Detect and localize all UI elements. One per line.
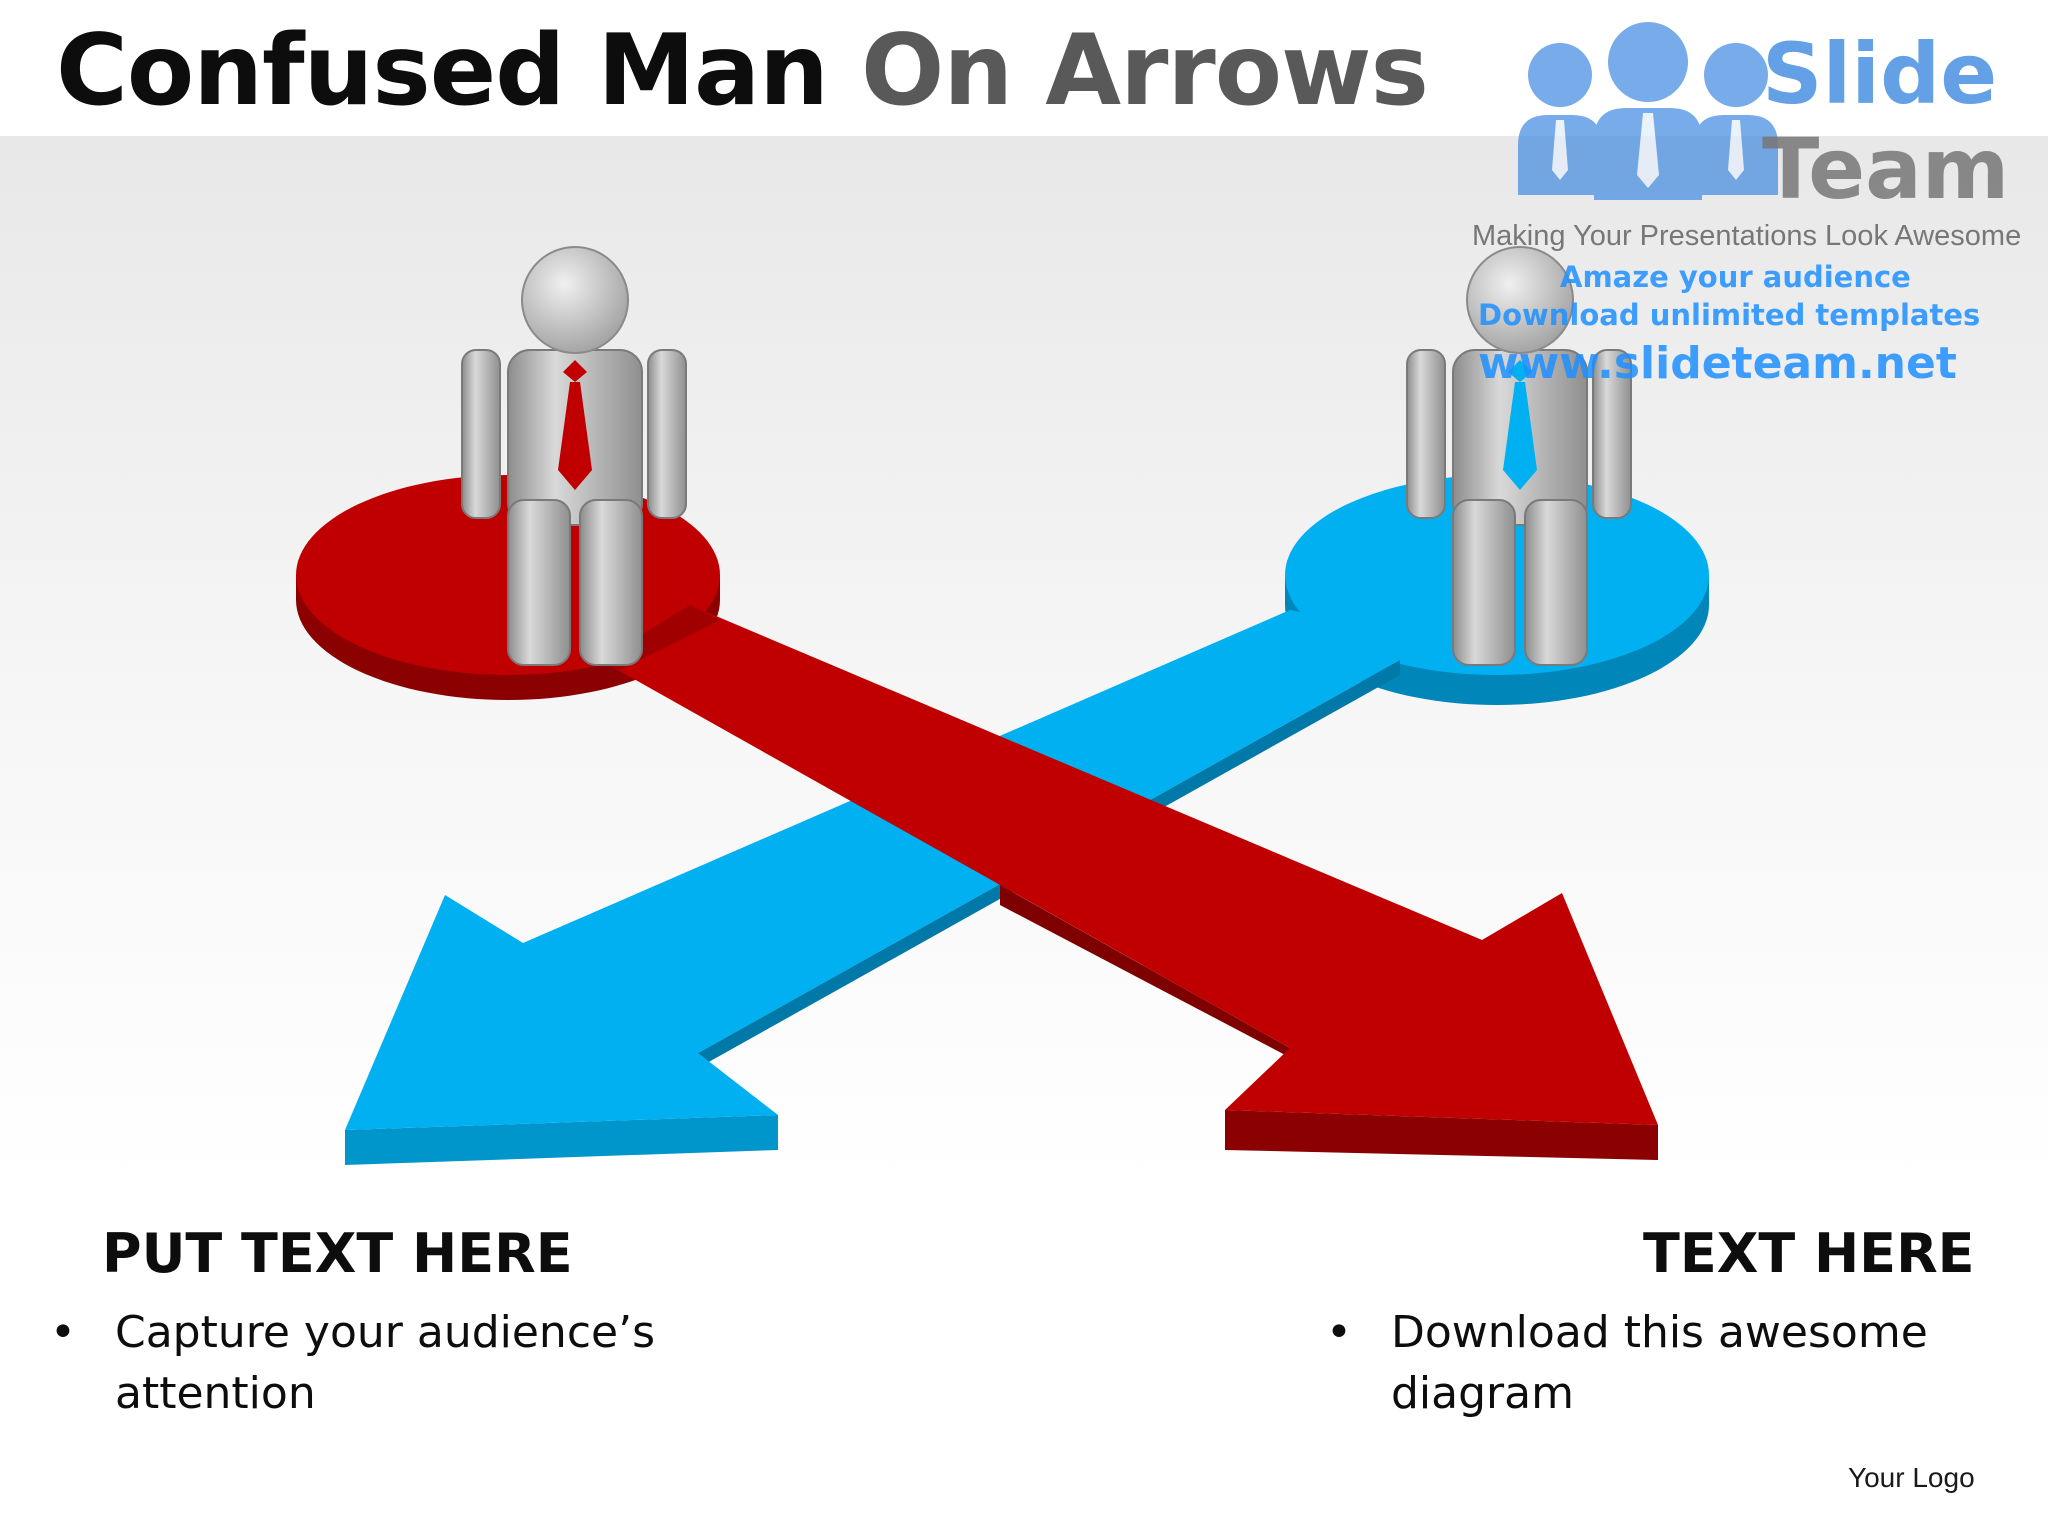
bullet-dot-icon: •	[50, 1302, 76, 1363]
left-bullet-text: Capture your audience’s attention	[115, 1307, 655, 1419]
bullet-dot-icon: •	[1326, 1302, 1352, 1363]
right-bullet-text: Download this awesome diagram	[1391, 1307, 1928, 1419]
brand-name-line2: Team	[1762, 120, 2009, 218]
brand-watermark: Slide Team Making Your Presentations Loo…	[1460, 20, 2020, 380]
brand-url: www.slideteam.net	[1478, 338, 1957, 389]
left-bullet-list: • Capture your audience’s attention	[50, 1302, 670, 1424]
people-group-icon	[1498, 20, 1798, 210]
left-heading: PUT TEXT HERE	[102, 1222, 573, 1285]
right-heading: TEXT HERE	[1643, 1222, 1975, 1285]
brand-name-line1: Slide	[1762, 25, 1997, 123]
logo-placeholder: Your Logo	[1848, 1462, 1975, 1494]
brand-tagline: Making Your Presentations Look Awesome	[1472, 220, 2021, 253]
right-bullet-list: • Download this awesome diagram	[1326, 1302, 1966, 1424]
right-bullet-item: • Download this awesome diagram	[1326, 1302, 1966, 1424]
brand-promo-line2: Download unlimited templates	[1478, 298, 1980, 332]
brand-promo-line1: Amaze your audience	[1560, 260, 1911, 294]
left-bullet-item: • Capture your audience’s attention	[50, 1302, 670, 1424]
